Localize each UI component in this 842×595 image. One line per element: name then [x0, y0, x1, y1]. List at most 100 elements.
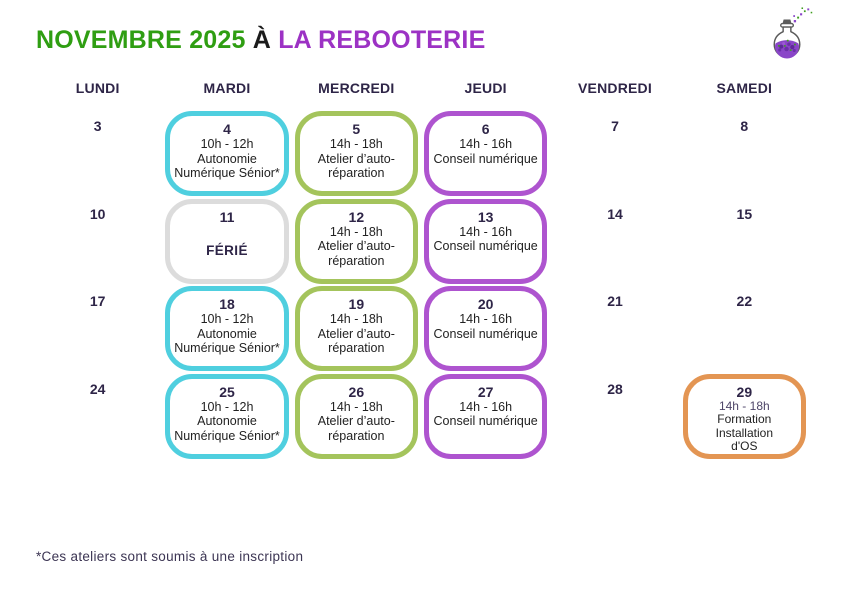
event-line: Formation — [717, 412, 772, 426]
event-line: Autonomie — [197, 151, 257, 166]
holiday-label: FÉRIÉ — [206, 242, 248, 258]
event-line: Numérique Sénior* — [174, 341, 280, 355]
date-number: 20 — [477, 296, 494, 312]
date-number: 26 — [348, 383, 365, 400]
date-number: 10 — [89, 205, 106, 222]
calendar-cell: 28 — [550, 374, 679, 462]
date-number: 25 — [219, 383, 235, 400]
event-time: 14h - 18h — [718, 398, 770, 413]
weekday-header-row: LUNDI MARDI MERCREDI JEUDI VENDREDI SAME… — [33, 80, 809, 96]
date-number: 7 — [611, 118, 619, 134]
event-line: Conseil numérique — [433, 151, 538, 166]
date-number: 5 — [352, 121, 361, 137]
date-number: 8 — [740, 118, 749, 134]
date-number: 22 — [736, 293, 753, 309]
event-line: Numérique Sénior* — [174, 166, 280, 180]
calendar-cell: 3 — [33, 111, 162, 199]
date-number: 28 — [607, 380, 623, 397]
event-line: Atelier d’auto- — [317, 326, 395, 341]
date-number: 4 — [223, 121, 231, 137]
calendar-cell: 14 — [550, 199, 679, 287]
event-line: réparation — [328, 166, 385, 180]
event-time: 14h - 18h — [329, 399, 383, 414]
event-line: Conseil numérique — [433, 414, 538, 428]
event-time: 14h - 18h — [329, 137, 383, 151]
date-number: 27 — [477, 383, 494, 400]
event-line: Autonomie — [197, 414, 257, 428]
date-number: 29 — [736, 383, 753, 400]
date-number: 6 — [481, 121, 490, 137]
event-line: réparation — [328, 253, 385, 268]
weekday-mardi: MARDI — [203, 80, 251, 96]
calendar-cell: 8 — [680, 111, 809, 199]
event-line: Atelier d’auto- — [317, 414, 395, 428]
calendar-cell: 15 — [680, 199, 809, 287]
event-time: 14h - 18h — [329, 224, 383, 239]
calendar-cell: 17 — [33, 286, 162, 374]
date-number: 18 — [219, 296, 235, 312]
calendar-cell: 21 — [550, 286, 679, 374]
event-line: Conseil numérique — [433, 239, 538, 253]
potion-flask-icon — [758, 6, 816, 64]
calendar-cell: 24 — [33, 374, 162, 462]
calendar-cell: 7 — [550, 111, 679, 199]
footnote: *Ces ateliers sont soumis à une inscript… — [36, 549, 304, 564]
date-number: 21 — [607, 293, 623, 309]
event-line: d'OS — [731, 439, 758, 453]
date-number: 19 — [348, 296, 365, 312]
page-title: NOVEMBRE 2025 À LA REBOOTERIE — [36, 26, 485, 55]
date-number: 14 — [607, 205, 623, 222]
event-time: 10h - 12h — [200, 312, 254, 326]
date-number: 12 — [348, 208, 365, 225]
weekday-vendredi: VENDREDI — [578, 80, 652, 96]
event-line: Numérique Sénior* — [174, 428, 280, 443]
title-connector: À — [252, 26, 272, 54]
weekday-lundi: LUNDI — [75, 80, 120, 96]
event-time: 14h - 16h — [459, 399, 513, 414]
event-time: 14h - 16h — [459, 137, 513, 151]
event-line: Atelier d’auto- — [317, 239, 395, 253]
weekday-samedi: SAMEDI — [716, 80, 773, 96]
calendar-cell: 10 — [33, 199, 162, 287]
title-place: LA REBOOTERIE — [278, 26, 486, 54]
event-line: Atelier d’auto- — [317, 151, 395, 166]
date-number: 15 — [736, 205, 753, 222]
weekday-jeudi: JEUDI — [464, 80, 507, 96]
date-number: 3 — [93, 118, 102, 134]
event-line: réparation — [328, 341, 385, 355]
event-time: 14h - 18h — [329, 312, 383, 326]
event-time: 14h - 16h — [459, 312, 513, 326]
title-month: NOVEMBRE 2025 — [36, 26, 246, 54]
date-number: 24 — [89, 380, 106, 397]
event-line: réparation — [328, 428, 385, 443]
event-line: Conseil numérique — [433, 326, 538, 341]
event-time: 10h - 12h — [200, 399, 254, 414]
calendar-cell: 22 — [680, 286, 809, 374]
date-number: 11 — [219, 208, 235, 225]
event-time: 10h - 12h — [200, 137, 254, 151]
